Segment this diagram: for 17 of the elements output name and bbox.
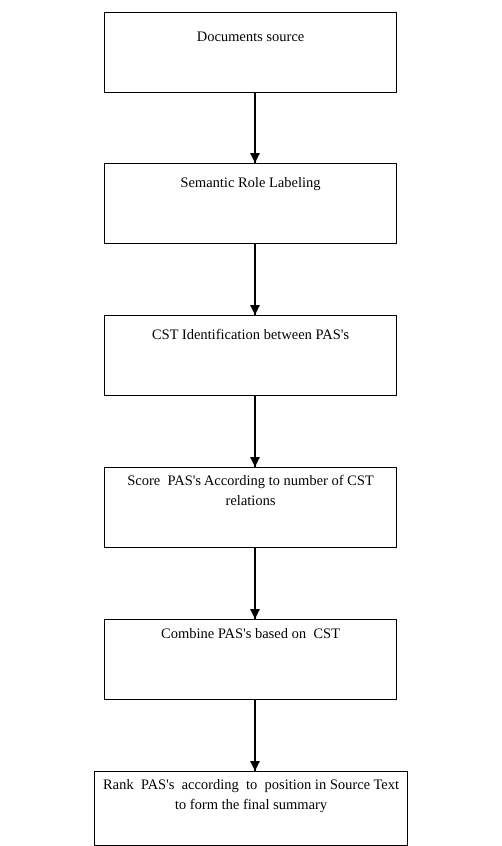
process-box <box>104 163 397 244</box>
process-box <box>104 619 397 700</box>
process-box <box>104 12 397 93</box>
step-text: Score PAS's According to number of CST relations <box>126 472 375 511</box>
process-box <box>104 315 397 396</box>
arrow <box>250 93 260 163</box>
step-text: Rank PAS's according to position in Source Text to form the final summary <box>102 776 400 815</box>
step-text: Documents source <box>196 28 306 47</box>
arrow <box>250 548 260 619</box>
arrow <box>250 244 260 315</box>
step-text: Semantic Role Labeling <box>179 174 322 193</box>
arrow <box>250 396 260 467</box>
arrow <box>250 700 260 771</box>
process-box <box>104 467 397 548</box>
step-text: Combine PAS's based on CST <box>160 625 341 644</box>
step-text: CST Identification between PAS's <box>150 326 350 345</box>
process-box <box>94 771 408 846</box>
